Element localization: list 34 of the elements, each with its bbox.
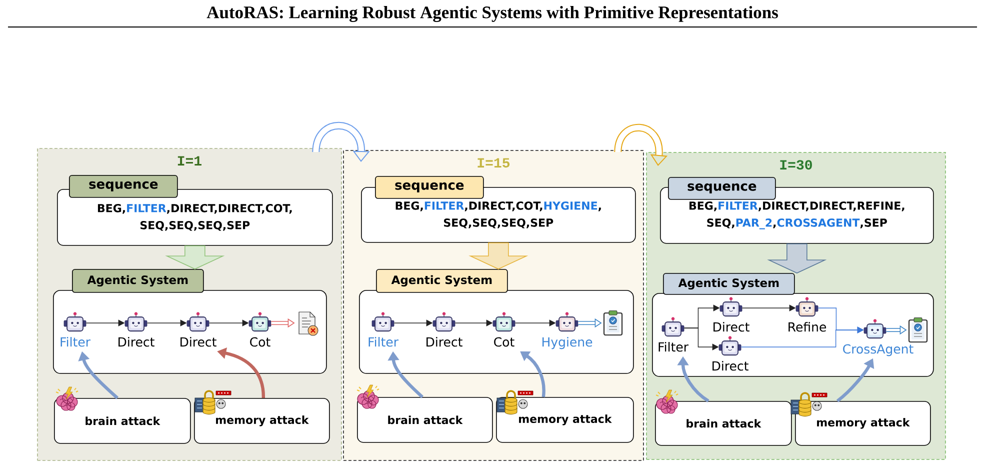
attack-box: memory attack xyxy=(795,401,931,446)
attack-box: brain attack xyxy=(655,401,792,446)
header-tab: Agentic System xyxy=(72,269,204,293)
node-label: Filter xyxy=(368,337,398,347)
curved-arrow xyxy=(614,124,668,166)
node-label: CrossAgent xyxy=(843,344,914,356)
node-label: Direct xyxy=(180,337,216,347)
header-tab: sequence xyxy=(668,177,776,200)
node-label: Direct xyxy=(712,361,748,371)
block-arrow xyxy=(468,242,528,270)
curved-arrow xyxy=(312,122,370,162)
attack-box: brain attack xyxy=(54,398,191,444)
header-tab: Agentic System xyxy=(376,269,508,293)
clipboard-icon xyxy=(603,310,623,336)
title: AutoRAS: Learning Robust Agentic Systems with Primitive Representations xyxy=(206,6,778,22)
node-label: Direct xyxy=(714,322,750,332)
node-label: Filter xyxy=(60,337,90,347)
node-label: Hygiene xyxy=(542,337,592,350)
header-tab: Agentic System xyxy=(663,273,795,295)
header-tab: sequence xyxy=(69,175,178,198)
attack-box: memory attack xyxy=(194,398,330,444)
clipboard-icon xyxy=(908,317,928,343)
block-arrow xyxy=(165,245,225,270)
node-label: Filter xyxy=(658,342,688,352)
node-label: Cot xyxy=(250,337,270,347)
node-label: Refine xyxy=(788,322,826,332)
node-label: Direct xyxy=(426,337,462,347)
node-label: Direct xyxy=(118,337,154,347)
node-label: Cot xyxy=(494,337,514,347)
header-tab: sequence xyxy=(375,176,484,199)
document-icon xyxy=(298,312,318,336)
block-arrow xyxy=(767,243,827,274)
attack-box: brain attack xyxy=(357,397,493,443)
attack-box: memory attack xyxy=(496,397,634,443)
